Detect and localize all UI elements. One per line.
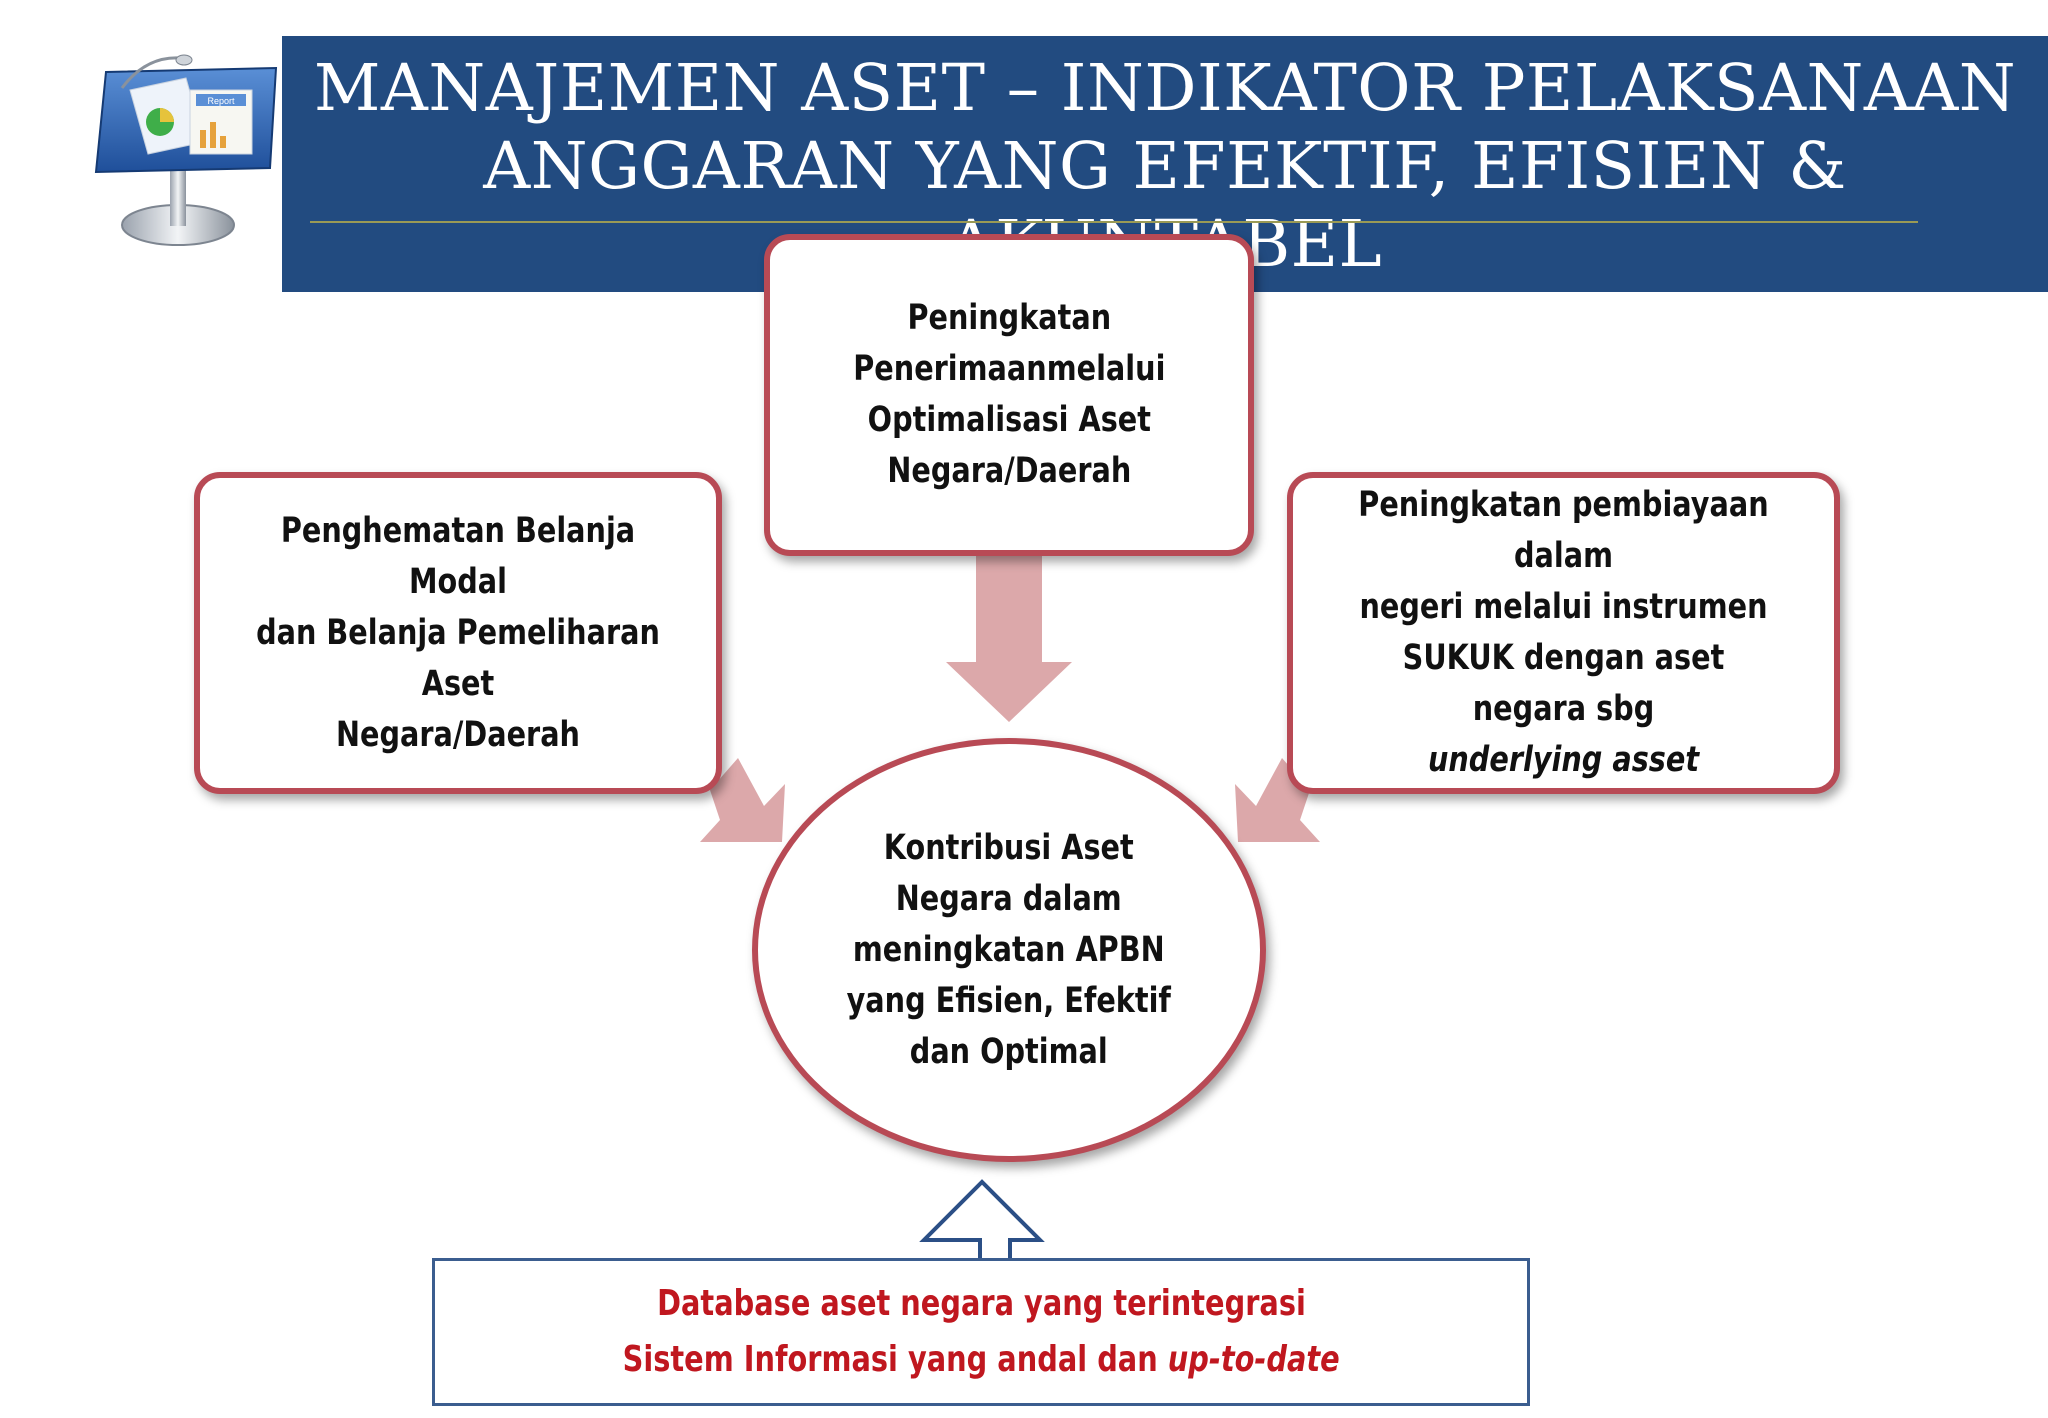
logo-tab-label: Report [207, 96, 235, 106]
box-penghematan-belanja: Penghematan Belanja Modal dan Belanja Pe… [194, 472, 722, 794]
box-peningkatan-pembiayaan: Peningkatan pembiayaan dalam negeri mela… [1287, 472, 1840, 794]
arrow-down-from-top [946, 556, 1072, 722]
box-top-line-2: Penerimaanmelalui [852, 349, 1166, 389]
box-top-line-4: Negara/Daerah [886, 451, 1131, 491]
center-line-5: dan Optimal [910, 1031, 1108, 1072]
box-right-line-1: Peningkatan pembiayaan dalam [1358, 485, 1769, 576]
title-line-2: ANGGARAN YANG EFEKTIF, EFISIEN & [483, 129, 1847, 204]
title-divider [310, 221, 1918, 223]
database-box: Database aset negara yang terintegrasi S… [432, 1258, 1530, 1406]
database-line-2-text: Sistem Informasi yang andal dan [622, 1339, 1168, 1380]
box-left-line-3: Negara/Daerah [335, 714, 581, 755]
keynote-presentation-icon: Report [94, 54, 278, 246]
center-line-3: meningkatan APBN [853, 929, 1165, 970]
database-line-1: Database aset negara yang terintegrasi [656, 1283, 1306, 1324]
arrow-from-left [700, 758, 785, 842]
box-right-line-2: negeri melalui instrumen [1359, 587, 1768, 627]
center-kontribusi-aset: Kontribusi Aset Negara dalam meningkatan… [752, 738, 1266, 1162]
box-peningkatan-penerimaan: Peningkatan Penerimaanmelalui Optimalisa… [764, 234, 1254, 556]
center-line-4: yang Efisien, Efektif [846, 980, 1172, 1021]
database-line-2-italic: up-to-date [1167, 1339, 1340, 1380]
box-right-line-3: SUKUK dengan aset negara sbg [1402, 638, 1725, 729]
center-line-1: Kontribusi Aset [883, 827, 1134, 868]
center-line-2: Negara dalam [896, 878, 1122, 919]
arrow-up-from-database [919, 1179, 1045, 1262]
box-left-line-2: dan Belanja Pemeliharan Aset [256, 612, 660, 704]
title-line-1: MANAJEMEN ASET – INDIKATOR PELAKSANAAN [313, 51, 2017, 126]
box-top-line-1: Peningkatan [907, 298, 1111, 338]
box-top-line-3: Optimalisasi Aset [867, 400, 1151, 440]
box-left-line-1: Penghematan Belanja Modal [280, 510, 636, 602]
box-right-italic-line: underlying asset [1427, 740, 1700, 780]
database-line-2: Sistem Informasi yang andal dan up-to-da… [622, 1332, 1339, 1388]
